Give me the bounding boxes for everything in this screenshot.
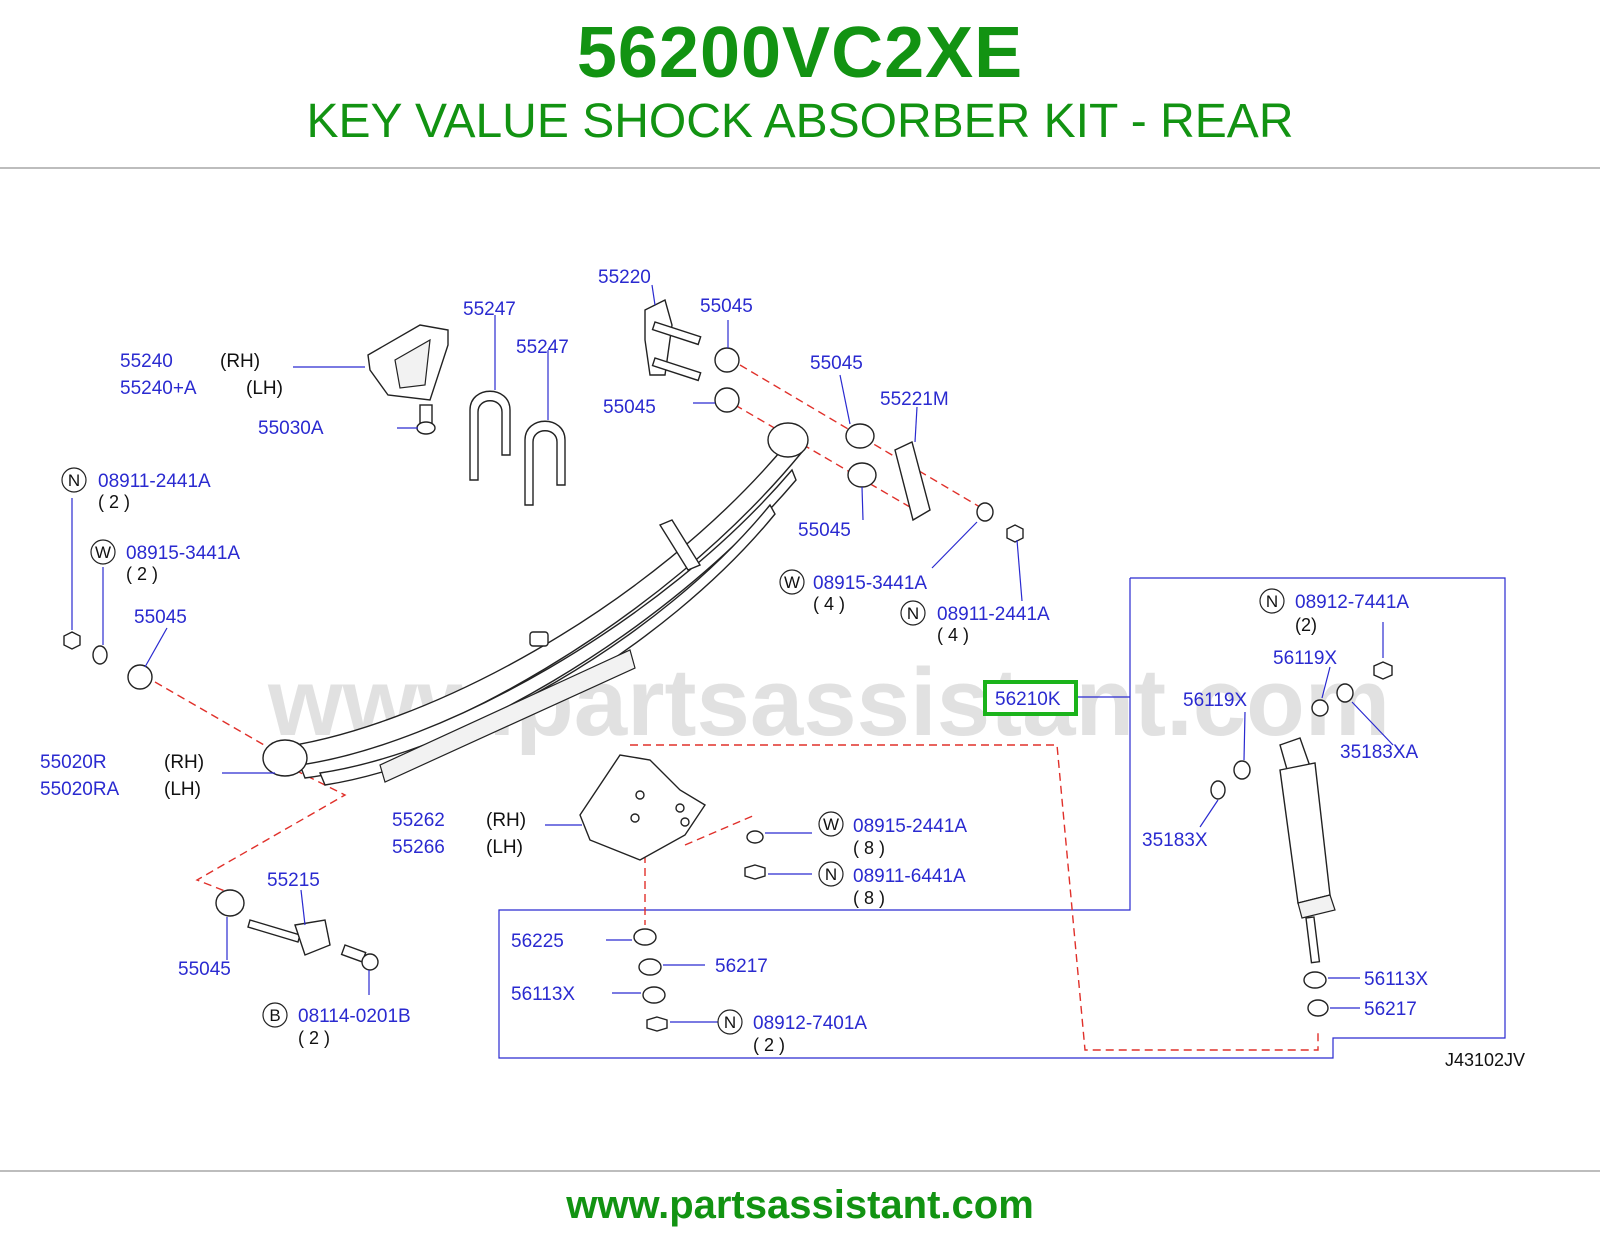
part-label[interactable]: 56217: [1364, 999, 1417, 1020]
part-label[interactable]: 08114-0201B: [298, 1006, 411, 1027]
part-label[interactable]: 08911-2441A: [98, 471, 211, 492]
part-label[interactable]: 55262: [392, 810, 445, 831]
dash-line: [195, 769, 347, 894]
kit-boundary: [498, 577, 1506, 1059]
nut-marker-icon: [1259, 588, 1285, 614]
part-label[interactable]: 55247: [516, 337, 569, 358]
part-label[interactable]: 56113X: [1364, 969, 1428, 990]
washer-marker-icon: [90, 539, 116, 565]
marker-letter: B: [269, 1006, 280, 1025]
washer-marker-icon: [779, 569, 805, 595]
nut-marker-icon: [900, 600, 926, 626]
part-label[interactable]: 55045: [134, 607, 187, 628]
side-label: (LH): [486, 837, 523, 858]
spring-shackle: [644, 298, 1024, 543]
diagram-canvas: www.partsassistant.com: [40, 267, 1525, 1070]
qty-label: ( 2 ): [753, 1035, 785, 1055]
marker-letter: N: [825, 865, 837, 884]
left-hardware: [63, 631, 153, 690]
side-label: (RH): [164, 752, 204, 773]
part-label[interactable]: 55045: [603, 397, 656, 418]
qty-label: ( 2 ): [98, 492, 130, 512]
parts-diagram: www.partsassistant.com: [0, 170, 1600, 1170]
side-label: (RH): [486, 810, 526, 831]
part-label[interactable]: 55247: [463, 299, 516, 320]
marker-letter: W: [784, 573, 800, 592]
header-divider: [0, 167, 1600, 169]
part-label[interactable]: 35183XA: [1340, 742, 1419, 763]
qty-label: (2): [1295, 615, 1317, 635]
part-label[interactable]: 08911-6441A: [853, 866, 966, 887]
hanger-bracket: [367, 324, 449, 435]
part-label[interactable]: 08915-2441A: [853, 816, 967, 837]
page-header: 56200VC2XE KEY VALUE SHOCK ABSORBER KIT …: [0, 0, 1600, 170]
part-label[interactable]: 08912-7401A: [753, 1013, 867, 1034]
part-label[interactable]: 08915-3441A: [813, 573, 927, 594]
part-label[interactable]: 08911-2441A: [937, 604, 1050, 625]
qty-label: ( 4 ): [813, 594, 845, 614]
part-label[interactable]: 55215: [267, 870, 320, 891]
lower-bushings: [633, 928, 668, 1032]
marker-letter: N: [907, 604, 919, 623]
leader-lines: [71, 284, 1394, 1023]
part-labels: 55220 55247 55247 55045 55240 (RH) 55240…: [40, 267, 1428, 1055]
diagram-code: J43102JV: [1445, 1050, 1525, 1070]
side-label: (LH): [246, 378, 283, 399]
spring-seat: [579, 754, 766, 880]
part-label[interactable]: 35183X: [1142, 830, 1208, 851]
part-label[interactable]: 56225: [511, 931, 564, 952]
rear-pin: [215, 889, 379, 971]
part-label[interactable]: 55045: [700, 296, 753, 317]
washer-marker-icon: [818, 811, 844, 837]
part-label[interactable]: 55020RA: [40, 779, 120, 800]
side-label: (LH): [164, 779, 201, 800]
part-label[interactable]: 55020R: [40, 752, 107, 773]
u-bolt: [469, 390, 566, 506]
part-label[interactable]: 55045: [810, 353, 863, 374]
part-label[interactable]: 55030A: [258, 418, 324, 439]
marker-letter: N: [1266, 592, 1278, 611]
highlight-box: [983, 680, 1078, 716]
shock-absorber: [1210, 661, 1393, 1017]
part-label[interactable]: 55221M: [880, 389, 949, 410]
qty-label: ( 4 ): [937, 625, 969, 645]
part-label[interactable]: 56119X: [1183, 690, 1247, 711]
dash-line: [630, 744, 1319, 1051]
qty-label: ( 8 ): [853, 838, 885, 858]
qty-label: ( 2 ): [298, 1028, 330, 1048]
part-label[interactable]: 55045: [178, 959, 231, 980]
part-label[interactable]: 55266: [392, 837, 445, 858]
dash-line: [739, 364, 986, 511]
leaf-spring: [262, 422, 809, 786]
part-number-title: 56200VC2XE: [576, 13, 1024, 93]
part-label[interactable]: 08915-3441A: [126, 543, 240, 564]
part-label[interactable]: 56217: [715, 956, 768, 977]
part-label[interactable]: 56113X: [511, 984, 575, 1005]
part-label[interactable]: 55220: [598, 267, 651, 288]
qty-label: ( 8 ): [853, 888, 885, 908]
marker-letter: W: [95, 543, 111, 562]
nut-marker-icon: [61, 467, 87, 493]
bolt-marker-icon: [262, 1002, 288, 1028]
side-label: (RH): [220, 351, 260, 372]
part-label[interactable]: 08912-7441A: [1295, 592, 1409, 613]
qty-label: ( 2 ): [126, 564, 158, 584]
marker-letter: N: [724, 1013, 736, 1032]
part-label[interactable]: 55045: [798, 520, 851, 541]
part-label[interactable]: 55240: [120, 351, 173, 372]
marker-letter: N: [68, 471, 80, 490]
marker-letter: W: [823, 815, 839, 834]
footer-url[interactable]: www.partsassistant.com: [566, 1183, 1034, 1227]
circle-markers: N W W N N W N B N: [61, 467, 1285, 1035]
part-label[interactable]: 56119X: [1273, 648, 1337, 669]
part-label[interactable]: 55240+A: [120, 378, 197, 399]
part-label-56210k[interactable]: 56210K: [995, 689, 1061, 710]
nut-marker-icon: [717, 1009, 743, 1035]
dash-line: [734, 404, 916, 511]
nut-marker-icon: [818, 861, 844, 887]
footer-divider: [0, 1170, 1600, 1172]
part-description-title: KEY VALUE SHOCK ABSORBER KIT - REAR: [306, 95, 1294, 148]
